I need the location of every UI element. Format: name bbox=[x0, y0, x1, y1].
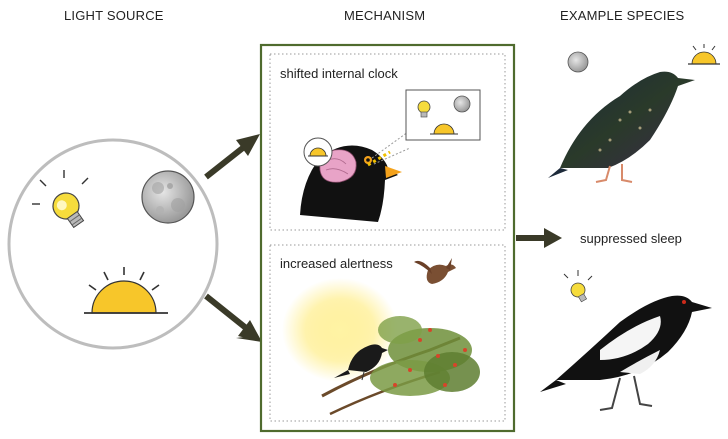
sunrise-icon-small bbox=[688, 44, 720, 65]
eye-light-link bbox=[367, 131, 411, 167]
bushy-branch bbox=[321, 316, 480, 416]
bulb-rays bbox=[32, 170, 89, 205]
bird-icon bbox=[414, 258, 456, 284]
thought-bubble bbox=[303, 137, 333, 167]
moon-icon-small bbox=[567, 51, 589, 73]
arrow-to-clock bbox=[204, 134, 260, 180]
alertness-panel bbox=[269, 244, 506, 422]
outcome-label: suppressed sleep bbox=[580, 231, 682, 246]
header-light-source: LIGHT SOURCE bbox=[64, 8, 164, 23]
light-source-circle bbox=[7, 138, 219, 350]
moon-icon bbox=[141, 170, 195, 224]
light-bulb-icon bbox=[52, 192, 85, 229]
arrow-to-alertness bbox=[204, 293, 262, 342]
mechanism-label-clock: shifted internal clock bbox=[280, 66, 398, 81]
header-example-species: EXAMPLE SPECIES bbox=[560, 8, 685, 23]
clock-panel bbox=[269, 53, 506, 231]
arrow-to-outcome bbox=[516, 228, 562, 248]
light-bulb-icon-small bbox=[570, 282, 588, 303]
magpie-bird bbox=[540, 295, 712, 411]
light-inset bbox=[405, 89, 481, 141]
starling-bird bbox=[548, 71, 695, 183]
sunrise-icon bbox=[84, 267, 168, 314]
header-mechanism: MECHANISM bbox=[344, 8, 426, 23]
small-bulb-rays bbox=[563, 270, 593, 281]
mechanism-label-alertness: increased alertness bbox=[280, 256, 393, 271]
perched-blackbird bbox=[334, 344, 388, 381]
